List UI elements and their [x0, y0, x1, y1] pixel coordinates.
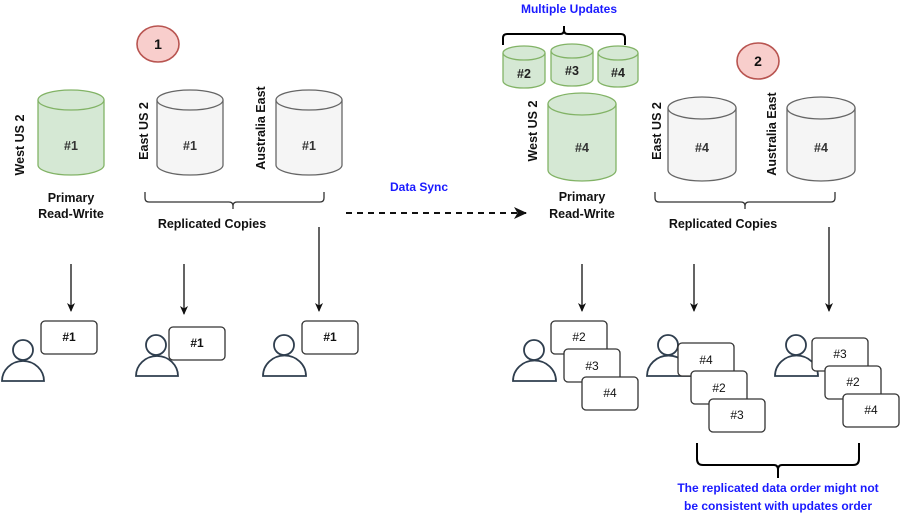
primary-database: West US 2 #1 Primary Read-Write [13, 89, 105, 221]
svg-text:#2: #2 [572, 330, 586, 344]
replica-database-australia-east: Australia East #4 [765, 91, 856, 182]
svg-text:#3: #3 [565, 64, 579, 78]
replica-database-australia-east: Australia East #1 [254, 85, 343, 176]
data-card: #2 [824, 365, 882, 400]
svg-text:#2: #2 [846, 375, 860, 389]
svg-text:#2: #2 [517, 67, 531, 81]
client-2: #4 #2 #3 [646, 334, 766, 433]
region-label: Australia East [254, 85, 268, 169]
inconsistency-brace [696, 443, 860, 478]
db-value: #4 [575, 141, 589, 155]
region-label: West US 2 [526, 101, 540, 162]
data-sync-label: Data Sync [390, 180, 448, 194]
primary-caption-1: Primary [48, 191, 95, 205]
svg-text:#3: #3 [833, 347, 847, 361]
update-cylinder-2: #2 [502, 45, 546, 89]
data-card: #4 [581, 376, 639, 411]
update-cylinder-4: #4 [597, 45, 639, 88]
db-value: #4 [814, 141, 828, 155]
user-icon [774, 334, 819, 377]
replicas-brace [654, 192, 836, 209]
svg-text:#1: #1 [62, 330, 76, 344]
primary-caption-2: Read-Write [549, 207, 615, 221]
data-card: #1 [168, 326, 226, 361]
data-card: #3 [708, 398, 766, 433]
region-label: East US 2 [137, 102, 151, 160]
data-card: #3 [811, 337, 869, 372]
client-2: #1 [135, 326, 226, 377]
inconsistency-note-line-1: The replicated data order might not [677, 481, 878, 495]
svg-text:#4: #4 [699, 353, 713, 367]
replicas-caption: Replicated Copies [158, 217, 266, 231]
replica-database-east-us-2: East US 2 #4 [650, 96, 737, 182]
svg-text:#1: #1 [190, 336, 204, 350]
badge-label: 2 [754, 53, 762, 69]
svg-text:#1: #1 [323, 330, 337, 344]
client-3: #1 [262, 320, 359, 377]
user-icon [512, 339, 557, 382]
client-1: #2 #3 #4 [512, 320, 639, 411]
region-label: West US 2 [13, 115, 27, 176]
replicas-caption: Replicated Copies [669, 217, 777, 231]
update-cylinder-3: #3 [550, 43, 594, 87]
replica-database-east-us-2: East US 2 #1 [137, 89, 224, 176]
client-1: #1 [1, 320, 98, 382]
db-value: #1 [183, 139, 197, 153]
region-label: East US 2 [650, 102, 664, 160]
db-value: #1 [302, 139, 316, 153]
step-badge-1: 1 [136, 25, 180, 63]
data-card: #4 [842, 393, 900, 428]
svg-text:#4: #4 [603, 386, 617, 400]
inconsistency-note-line-2: be consistent with updates order [684, 499, 872, 513]
region-label: Australia East [765, 91, 779, 175]
scenario-1: 1 West US 2 #1 Primary Read-Write East U… [1, 25, 359, 382]
db-value: #1 [64, 139, 78, 153]
multiple-updates-label: Multiple Updates [521, 2, 617, 16]
badge-label: 1 [154, 36, 162, 52]
user-icon [1, 339, 45, 382]
scenario-2: Multiple Updates #2 #3 #4 2 West US 2 [502, 2, 900, 513]
svg-text:#3: #3 [730, 408, 744, 422]
svg-text:#4: #4 [864, 403, 878, 417]
data-card: #2 [550, 320, 608, 355]
client-3: #3 #2 #4 [774, 334, 900, 428]
user-icon [262, 334, 307, 377]
data-sync-connector: Data Sync [346, 180, 527, 219]
data-card: #1 [40, 320, 98, 355]
primary-database: West US 2 #4 Primary Read-Write [526, 92, 617, 221]
svg-text:#2: #2 [712, 381, 726, 395]
data-card: #2 [690, 370, 748, 405]
data-card: #1 [301, 320, 359, 355]
step-badge-2: 2 [736, 42, 780, 80]
user-icon [135, 334, 179, 377]
svg-text:#3: #3 [585, 359, 599, 373]
replicas-brace [144, 192, 325, 209]
data-card: #4 [677, 342, 735, 377]
db-value: #4 [695, 141, 709, 155]
primary-caption-2: Read-Write [38, 207, 104, 221]
svg-text:#4: #4 [611, 66, 625, 80]
primary-caption-1: Primary [559, 190, 606, 204]
updates-brace [502, 26, 626, 45]
